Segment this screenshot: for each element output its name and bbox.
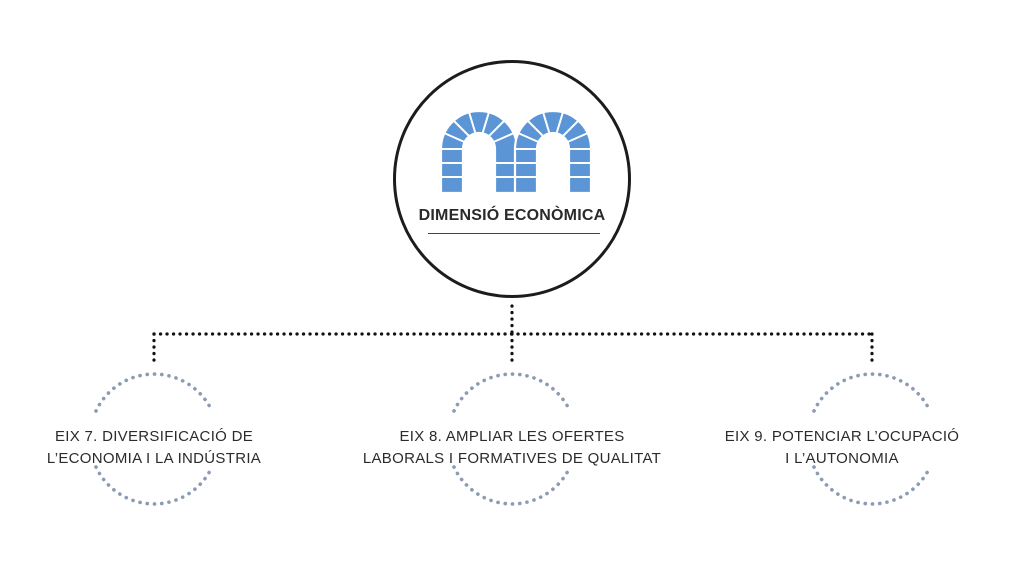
axis-label-line2: I L’AUTONOMIA <box>785 450 899 467</box>
title-underline <box>428 233 600 234</box>
axis-label-line2: L’ECONOMIA I LA INDÚSTRIA <box>46 450 262 467</box>
central-node: DIMENSIÓ ECONÒMICA <box>393 60 631 298</box>
axis-node-8 <box>442 369 582 509</box>
dotted-ring-icon <box>812 372 932 506</box>
axis-label-9: EIX 9. POTENCIAR L’OCUPACIÓ I L’AUTONOMI… <box>672 426 1012 470</box>
arches-m-logo-icon <box>439 109 593 193</box>
axis-node-7 <box>84 369 224 509</box>
dotted-ring-icon <box>452 372 572 506</box>
axis-label-7: EIX 7. DIVERSIFICACIÓ DE L’ECONOMIA I LA… <box>0 426 324 470</box>
axis-label-8: EIX 8. AMPLIAR LES OFERTES LABORALS I FO… <box>342 426 682 470</box>
central-title: DIMENSIÓ ECONÒMICA <box>418 207 606 224</box>
axis-node-9 <box>802 369 942 509</box>
dotted-ring-icon <box>94 372 214 506</box>
axis-label-line2: LABORALS I FORMATIVES DE QUALITAT <box>362 450 662 467</box>
axis-label-line1: EIX 8. AMPLIAR LES OFERTES <box>399 428 625 445</box>
axis-label-line1: EIX 9. POTENCIAR L’OCUPACIÓ <box>724 428 960 445</box>
axis-label-line1: EIX 7. DIVERSIFICACIÓ DE <box>54 428 254 445</box>
